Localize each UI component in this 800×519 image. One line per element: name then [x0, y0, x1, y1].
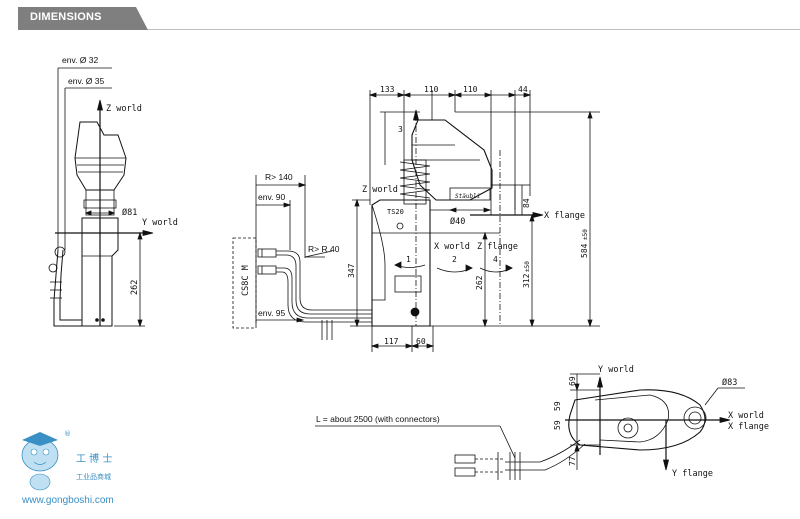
dim-84: 84	[522, 198, 531, 208]
x-flange-top: X flange	[728, 422, 769, 432]
r40-label: R> R 40	[308, 244, 340, 254]
brand-label: Stäubli	[455, 193, 480, 200]
z-world-label: Z world	[106, 104, 142, 114]
tol-312: ±50	[524, 261, 531, 272]
dim-262-front: 262	[475, 275, 484, 290]
header-tab	[18, 7, 148, 30]
page-title: DIMENSIONS	[30, 11, 102, 23]
cable-length-label: L = about 2500 (with connectors)	[316, 414, 440, 424]
tol-584: ±50	[582, 229, 589, 240]
env95-label: env. 95	[258, 308, 286, 318]
env-35-label: env. Ø 35	[68, 76, 104, 86]
z-flange-front: Z flange	[477, 242, 518, 252]
dim-60: 60	[416, 337, 426, 346]
watermark: ® 工 博 士 工业品商城 www.gongboshi.com	[21, 430, 114, 506]
dim-77: 77	[568, 456, 577, 466]
dim-262-side: 262	[130, 280, 140, 295]
dim-59a: 59	[553, 401, 562, 411]
mascot-icon	[21, 432, 59, 491]
dim-69: 69	[568, 376, 577, 386]
x-flange-front: X flange	[544, 211, 585, 221]
dim-44: 44	[518, 85, 528, 94]
y-world-top: Y world	[598, 365, 634, 375]
dim-117: 117	[384, 337, 399, 346]
side-view	[48, 67, 154, 328]
dim-3: 3	[398, 125, 403, 134]
header-divider	[148, 29, 800, 30]
y-flange-top: Y flange	[672, 469, 713, 479]
dim-110a: 110	[424, 85, 439, 94]
r140-label: R> 140	[265, 172, 293, 182]
dim-133: 133	[380, 85, 395, 94]
top-view	[315, 373, 745, 480]
reg-mark: ®	[64, 430, 71, 438]
cs8c-label: CS8C M	[241, 265, 251, 296]
y-world-label: Y world	[142, 218, 178, 228]
x-world-front: X world	[434, 242, 470, 252]
axis-4-label: 4	[493, 255, 498, 264]
watermark-sub: 工业品商城	[76, 472, 111, 481]
axis-2-label: 2	[452, 255, 457, 264]
axis-1-label: 1	[406, 255, 411, 264]
env-32-label: env. Ø 32	[62, 55, 98, 65]
dim-347: 347	[347, 263, 356, 278]
dim-584: 584	[580, 243, 589, 258]
dim-110b: 110	[463, 85, 478, 94]
dim-312: 312	[522, 273, 531, 288]
watermark-url: www.gongboshi.com	[21, 495, 114, 506]
watermark-name: 工 博 士	[76, 452, 112, 465]
dim-59b: 59	[553, 420, 562, 430]
front-view	[350, 90, 600, 352]
dia-83-label: Ø83	[722, 377, 737, 388]
ts20-label: TS20	[387, 208, 404, 216]
cable-view	[232, 175, 372, 340]
env90-label: env. 90	[258, 192, 286, 202]
dia-40-label: Ø40	[450, 216, 465, 227]
dia-81-label: Ø81	[122, 207, 137, 218]
z-world-front: Z world	[362, 185, 398, 195]
x-world-top: X world	[728, 411, 764, 421]
